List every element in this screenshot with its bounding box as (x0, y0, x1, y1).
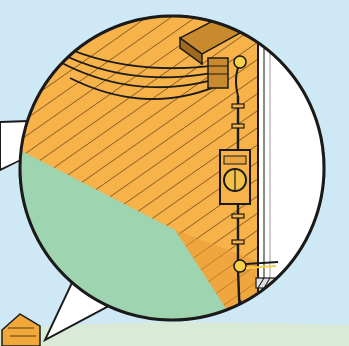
insulator-bracket-icon (208, 58, 228, 88)
electric-meter-icon (220, 150, 250, 204)
